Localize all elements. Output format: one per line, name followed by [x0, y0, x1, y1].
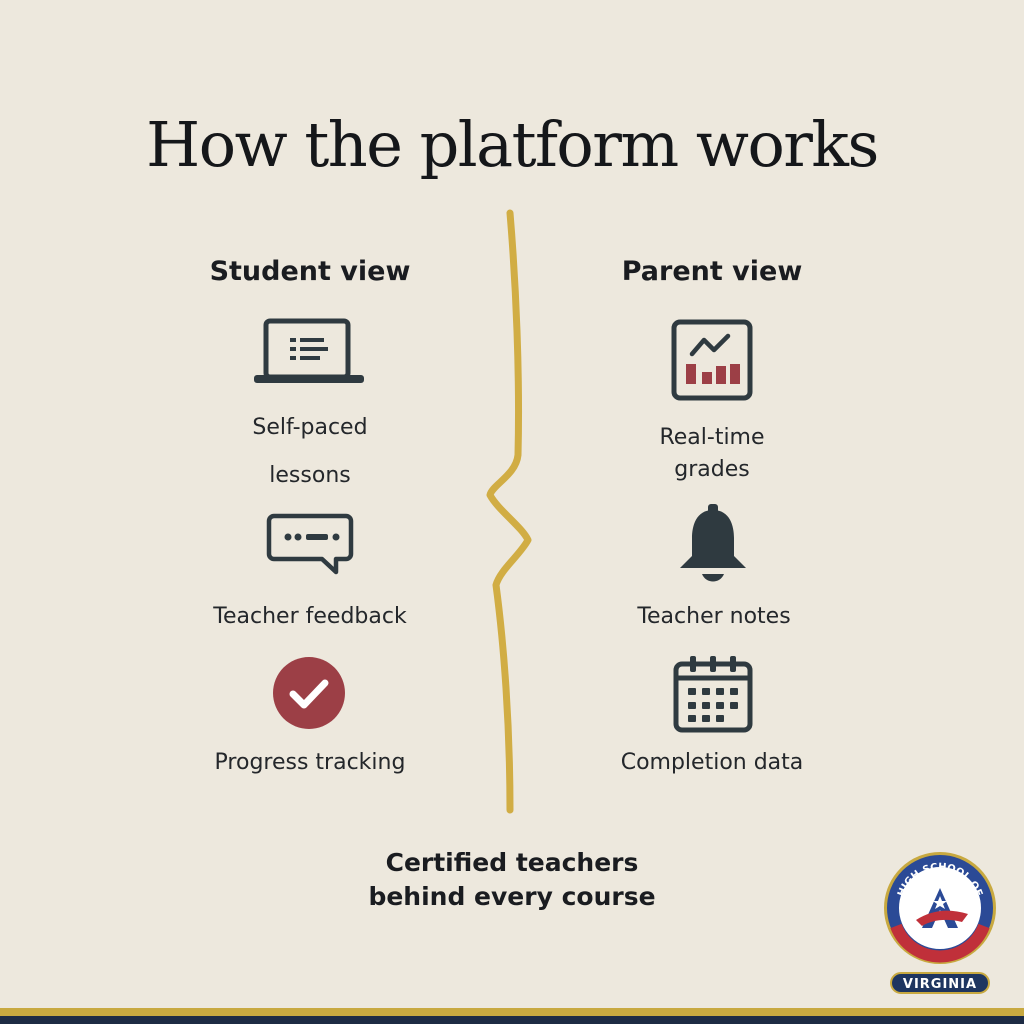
footer-tagline: Certified teachers behind every course: [292, 846, 732, 914]
parent-view-heading: Parent view: [621, 256, 803, 287]
footer-line: behind every course: [368, 882, 656, 911]
completion-data-label: Completion data: [552, 750, 872, 775]
teacher-feedback-label: Teacher feedback: [150, 604, 470, 629]
label-line: Real-time: [659, 425, 765, 450]
chat-bubble-icon: [266, 513, 354, 575]
footer-line: Certified teachers: [385, 848, 639, 877]
checkmark-circle-icon: [273, 657, 345, 729]
calendar-icon: [673, 656, 753, 733]
real-time-grades-label: Real-time grades: [552, 422, 872, 486]
label-text: Teacher notes: [637, 604, 791, 629]
label-line: Self-paced: [252, 415, 368, 440]
virginia-badge: VIRGINIA: [890, 972, 990, 994]
bell-icon: [680, 504, 746, 582]
logo-bottom-text: AMERICA: [917, 931, 963, 947]
label-text: Teacher feedback: [213, 604, 407, 629]
teacher-notes-label: Teacher notes: [554, 604, 874, 629]
label-line: grades: [674, 457, 750, 482]
progress-tracking-label: Progress tracking: [150, 750, 470, 775]
label-text: Completion data: [620, 750, 804, 775]
self-paced-lessons-label: Self-paced lessons: [150, 404, 470, 500]
label-line: lessons: [269, 463, 351, 488]
bottom-stripe-gold: [0, 1008, 1024, 1016]
bottom-stripe-navy: [0, 1016, 1024, 1024]
logo-star-icon: [933, 896, 947, 909]
school-logo: HIGH SCHOOL OF AMERICA: [884, 852, 996, 964]
laptop-icon: [254, 318, 364, 383]
student-view-heading: Student view: [209, 256, 411, 287]
page-title: How the platform works: [146, 108, 879, 181]
chart-icon: [671, 319, 753, 401]
label-text: Progress tracking: [214, 750, 406, 775]
logo-swoosh-icon: [916, 910, 968, 926]
lightning-divider: [486, 209, 532, 814]
